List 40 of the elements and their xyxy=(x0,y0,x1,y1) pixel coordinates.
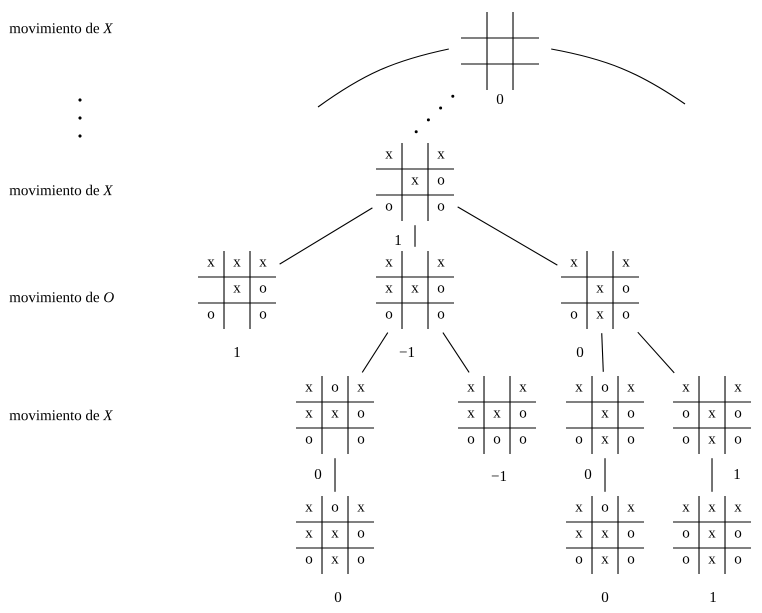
score-value: 0 xyxy=(576,346,584,358)
level-label: movimiento de X xyxy=(10,22,113,34)
level-label: movimiento de O xyxy=(10,292,114,302)
score-value: −1 xyxy=(492,471,506,481)
level-label: movimiento de X xyxy=(10,184,113,196)
branch-arc xyxy=(551,48,686,104)
tictactoe-board: x x x o x o o x o xyxy=(673,496,751,574)
score-value: 0 xyxy=(496,94,504,104)
score-value: 1 xyxy=(710,592,716,602)
tictactoe-board: x x x x o o o xyxy=(198,251,276,329)
score-value: 0 xyxy=(314,468,322,480)
tictactoe-board: x o x x o o x o xyxy=(566,376,644,454)
level-label: movimiento de X xyxy=(10,410,113,420)
tree-line xyxy=(637,332,675,374)
score-value: 1 xyxy=(396,235,401,245)
tree-line xyxy=(457,206,558,266)
score-value: 0 xyxy=(334,592,342,602)
empty-board xyxy=(461,12,539,90)
tree-line xyxy=(601,333,604,372)
tictactoe-board: x x x o o x o xyxy=(561,251,639,329)
tree-line xyxy=(414,225,416,247)
tictactoe-board: x o x x x o o x o xyxy=(296,496,374,574)
tictactoe-board: x x x o o o xyxy=(376,143,454,221)
tree-line xyxy=(442,332,470,373)
score-value: 1 xyxy=(734,469,740,479)
tree-line xyxy=(334,458,336,492)
tictactoe-board: x o x x x o o x o xyxy=(566,496,644,574)
score-value: −1 xyxy=(400,347,414,357)
tree-line xyxy=(711,458,713,492)
tree-line xyxy=(362,332,388,373)
score-value: 1 xyxy=(234,347,240,357)
branch-arc xyxy=(318,48,449,108)
tictactoe-board: x x x x o o o o xyxy=(458,376,536,454)
tictactoe-board: x o x x x o o o xyxy=(296,376,374,454)
tree-line xyxy=(604,458,606,492)
score-value: 0 xyxy=(602,592,608,602)
tictactoe-board: x x o x o o x o xyxy=(673,376,751,454)
tree-line xyxy=(279,207,373,265)
score-value: 0 xyxy=(584,468,592,480)
tictactoe-board: x x x x o o o xyxy=(376,251,454,329)
